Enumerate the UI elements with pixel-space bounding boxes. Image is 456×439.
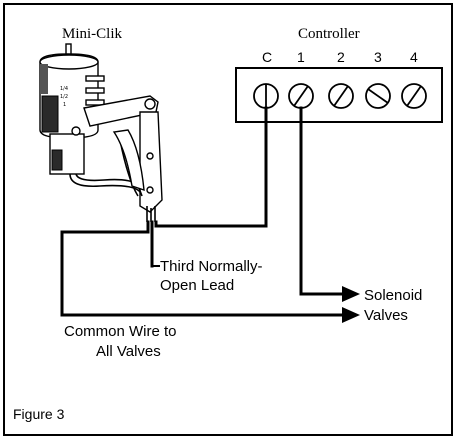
figure-frame: [3, 3, 453, 436]
mount-screw-bottom: [146, 186, 154, 194]
common-label-line2: All Valves: [96, 343, 161, 360]
common-label-line1: Common Wire to: [64, 323, 177, 340]
wire-terminal1-to-solenoid: [299, 106, 348, 296]
solenoid-label-line2: Valves: [364, 307, 408, 324]
terminal-label-4: 4: [410, 49, 418, 65]
terminal-label-1: 1: [297, 49, 305, 65]
arrow-common: [342, 307, 360, 323]
mount-screw-top: [146, 152, 154, 160]
mini-clik-device: 1/4 1/2 1: [39, 43, 163, 222]
device-face-text-2: 1/2: [60, 94, 68, 100]
third-lead-label-line2: Open Lead: [160, 277, 234, 294]
controller-label: Controller: [298, 26, 360, 42]
terminal-screw-c: [253, 83, 279, 109]
terminal-screw-1: [288, 83, 314, 109]
device-face-text-3: 1: [63, 102, 66, 108]
figure-caption: Figure 3: [13, 406, 65, 422]
wire-common-to-device: [154, 106, 268, 228]
terminal-screw-3: [365, 83, 391, 109]
third-lead-label-line1: Third Normally-: [160, 258, 263, 275]
terminal-label-2: 2: [337, 49, 345, 65]
terminal-screw-2: [328, 83, 354, 109]
wire-common-to-valves: [60, 220, 348, 317]
terminal-screw-4: [401, 83, 427, 109]
terminal-label-3: 3: [374, 49, 382, 65]
arrow-solenoid: [342, 286, 360, 302]
controller-terminal-strip: C 1 2 3 4: [235, 49, 443, 123]
device-face-text-1: 1/4: [60, 86, 68, 92]
device-label: Mini-Clik: [62, 26, 123, 42]
solenoid-label-line1: Solenoid: [364, 287, 422, 304]
terminal-label-c: C: [262, 49, 272, 65]
